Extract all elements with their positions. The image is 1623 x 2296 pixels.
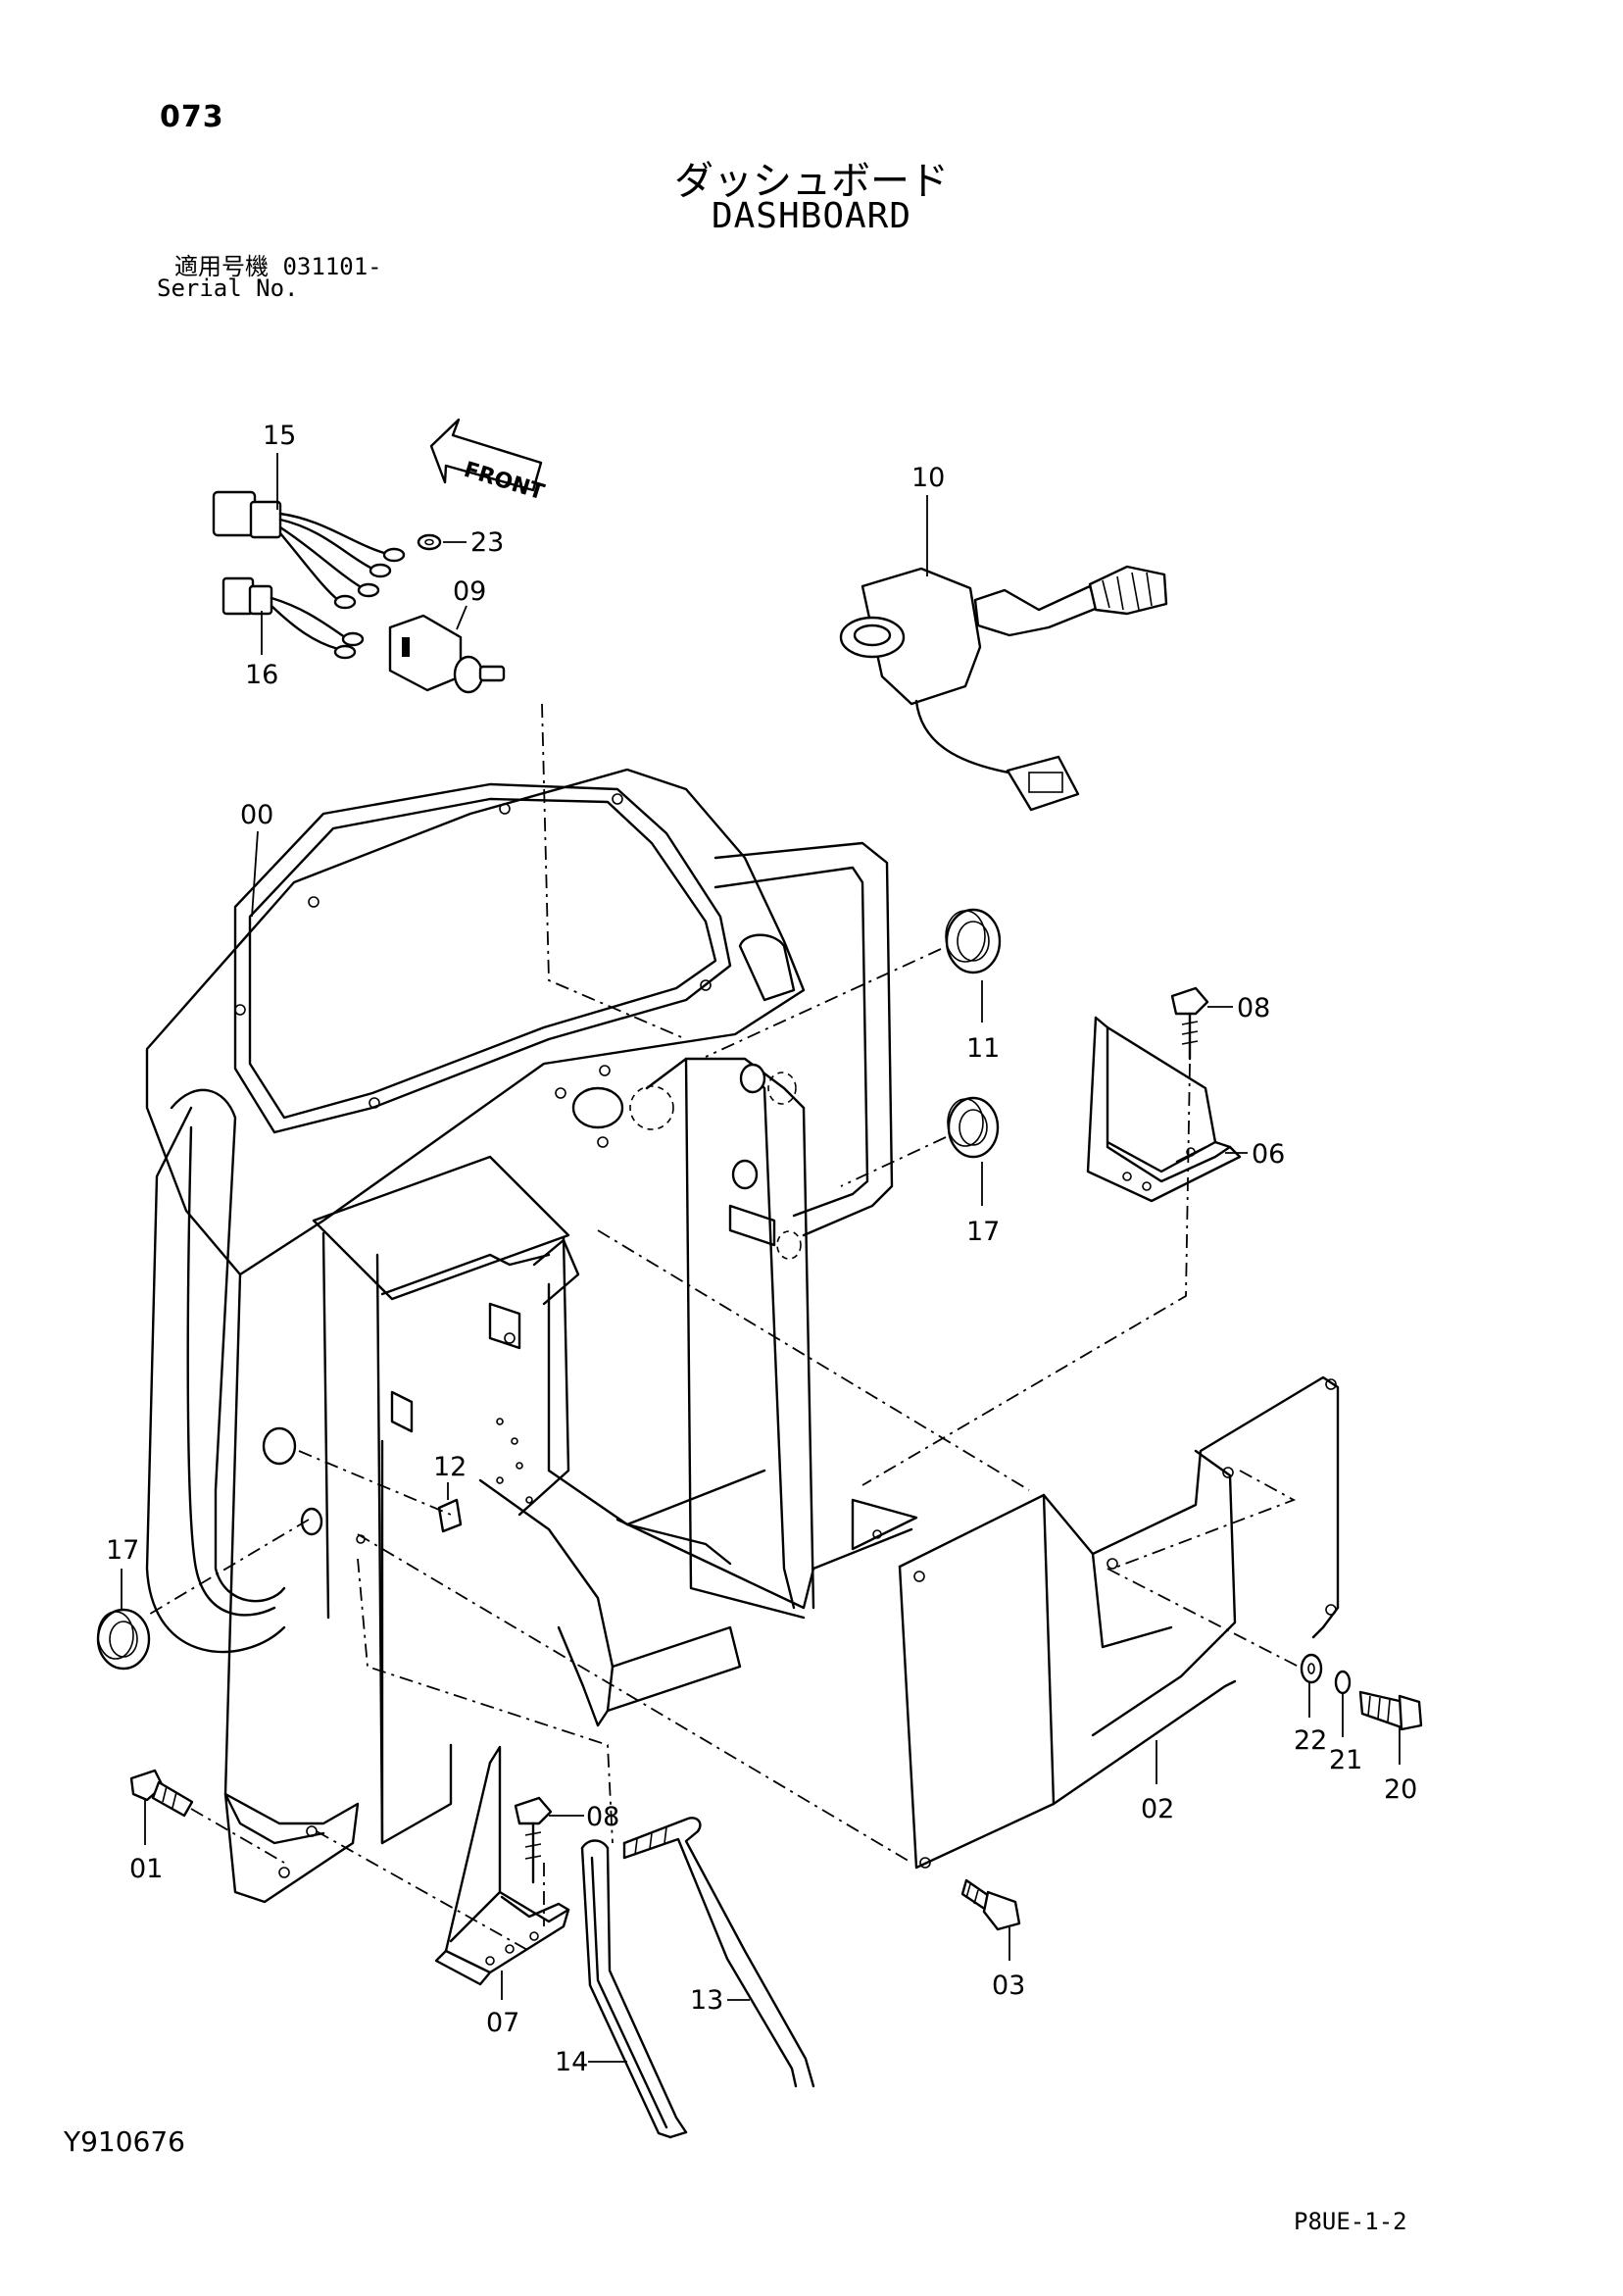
grommet-11 — [945, 908, 1002, 974]
bolt-08-upper — [1170, 986, 1209, 1061]
drawing-code: Y910676 — [64, 2125, 185, 2158]
callout-00: 00 — [240, 800, 273, 830]
callout-14: 14 — [555, 2047, 588, 2077]
callout-07: 07 — [486, 2008, 519, 2038]
bolt-08-lower — [514, 1796, 553, 1884]
washer-23 — [417, 533, 442, 551]
bracket-06 — [1086, 1016, 1242, 1203]
callout-08-upper: 08 — [1237, 993, 1270, 1023]
assembly-lines — [146, 703, 1300, 1952]
clip-12 — [437, 1498, 463, 1533]
gasket-14 — [580, 1839, 688, 2139]
cover-02 — [898, 1375, 1340, 1870]
callout-17-right: 17 — [966, 1217, 1000, 1247]
callout-08-lower: 08 — [586, 1802, 619, 1832]
callout-06: 06 — [1252, 1139, 1285, 1170]
key-switch-09 — [388, 614, 506, 694]
bolt-01 — [129, 1769, 194, 1818]
leader-lines — [121, 453, 1401, 2063]
callout-03: 03 — [992, 1971, 1025, 2001]
dashboard-frame-00 — [145, 768, 918, 1904]
front-arrow: FRONT — [429, 418, 547, 505]
lever-switch-10 — [839, 565, 1168, 812]
callout-01: 01 — [129, 1854, 163, 1884]
page-number: 073 — [160, 100, 224, 134]
title-english: DASHBOARD — [711, 196, 912, 236]
sheet-code: P8UE-1-2 — [1294, 2208, 1407, 2235]
callout-22: 22 — [1294, 1725, 1327, 1756]
title-japanese: ダッシュボード — [674, 159, 949, 204]
grommet-17-left — [96, 1608, 151, 1671]
callout-20: 20 — [1384, 1774, 1417, 1805]
spring-washer-21 — [1334, 1670, 1352, 1695]
callout-10: 10 — [911, 463, 945, 493]
callout-17-left: 17 — [106, 1535, 139, 1566]
bolt-20 — [1358, 1690, 1423, 1731]
callout-labels: 15 23 09 16 10 00 11 08 06 17 17 12 22 2… — [106, 421, 1417, 2077]
grommet-17-right — [947, 1096, 1000, 1159]
washer-22 — [1300, 1653, 1323, 1684]
callout-21: 21 — [1329, 1745, 1362, 1775]
callout-09: 09 — [453, 576, 486, 607]
gasket-13 — [622, 1817, 815, 2088]
callout-11: 11 — [966, 1033, 1000, 1064]
callout-12: 12 — [433, 1452, 467, 1482]
serial-label-japanese: 適用号機 031101- — [174, 253, 382, 280]
wire-harness-15 — [212, 490, 406, 610]
callout-13: 13 — [690, 1985, 723, 2016]
callout-16: 16 — [245, 660, 278, 690]
bolt-03 — [960, 1878, 1021, 1931]
serial-label-english: Serial No. — [157, 275, 299, 302]
callout-15: 15 — [263, 421, 296, 451]
callout-23: 23 — [470, 527, 504, 558]
callout-02: 02 — [1141, 1794, 1174, 1824]
wire-harness-16 — [221, 576, 365, 660]
bracket-07 — [434, 1745, 570, 1986]
